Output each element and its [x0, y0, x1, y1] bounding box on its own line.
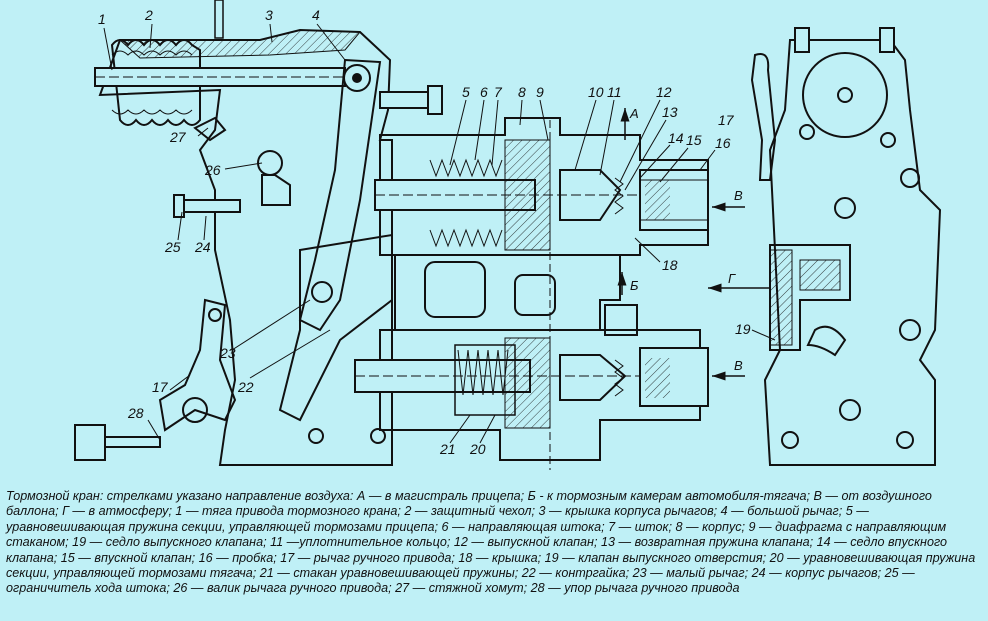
- label-24: 24: [194, 239, 211, 255]
- upper-valve: [559, 169, 622, 221]
- label-15: 15: [686, 132, 702, 148]
- label-18: 18: [662, 257, 678, 273]
- valve-body-middle: [394, 254, 621, 331]
- label-25: 25: [164, 239, 181, 255]
- stop-28: [74, 424, 106, 461]
- big-lever: [298, 58, 382, 332]
- flow-label-a: А: [629, 106, 639, 121]
- label-26: 26: [204, 162, 221, 178]
- label-3: 3: [265, 7, 273, 23]
- valve-body-upper: [379, 117, 709, 256]
- cover-circle: [802, 52, 888, 138]
- brake-valve-diagram: 1 2 3 4 5 6 7 8 9 10 11 12 13 14 15 16 1…: [74, 0, 942, 470]
- lever-housing-outline: [98, 28, 393, 466]
- side-view-outline: [763, 39, 942, 466]
- flow-label-b: Б: [630, 278, 639, 293]
- manual-lever-side: [750, 53, 777, 181]
- label-19: 19: [735, 321, 751, 337]
- label-12: 12: [656, 84, 672, 100]
- figure-caption: Тормозной кран: стрелками указано направ…: [6, 489, 976, 596]
- exhaust-valve-cut: [769, 244, 851, 351]
- side-view: [708, 27, 942, 466]
- section-view: [74, 0, 745, 470]
- label-17: 17: [152, 379, 169, 395]
- label-20: 20: [469, 441, 486, 457]
- label-16: 16: [715, 135, 731, 151]
- label-22: 22: [237, 379, 254, 395]
- label-2: 2: [144, 7, 153, 23]
- label-1: 1: [98, 11, 106, 27]
- label-23: 23: [219, 345, 236, 361]
- label-21: 21: [439, 441, 456, 457]
- label-13: 13: [662, 104, 678, 120]
- label-6: 6: [480, 84, 488, 100]
- label-27: 27: [169, 129, 187, 145]
- lower-spring: [457, 349, 509, 396]
- small-lever: [278, 233, 393, 422]
- label-28: 28: [127, 405, 144, 421]
- lever-pin: [311, 281, 333, 303]
- label-5: 5: [462, 84, 470, 100]
- leader-lines: [103, 23, 776, 444]
- upper-spring: [429, 158, 503, 178]
- label-10: 10: [588, 84, 604, 100]
- label-8: 8: [518, 84, 526, 100]
- stroke-limiter: [179, 199, 241, 213]
- flow-label-v2: В: [734, 358, 743, 373]
- part-labels: 1 2 3 4 5 6 7 8 9 10 11 12 13 14 15 16 1…: [98, 7, 751, 457]
- label-11: 11: [607, 84, 622, 100]
- flow-label-g: Г: [728, 271, 736, 286]
- label-14: 14: [668, 130, 684, 146]
- label-17-side: 17: [718, 112, 735, 128]
- label-9: 9: [536, 84, 544, 100]
- lower-valve: [559, 354, 627, 401]
- label-7: 7: [494, 84, 503, 100]
- manual-drive-lever: [158, 298, 237, 432]
- label-4: 4: [312, 7, 320, 23]
- flow-label-v1: В: [734, 188, 743, 203]
- lever-housing-hatch: [118, 29, 362, 59]
